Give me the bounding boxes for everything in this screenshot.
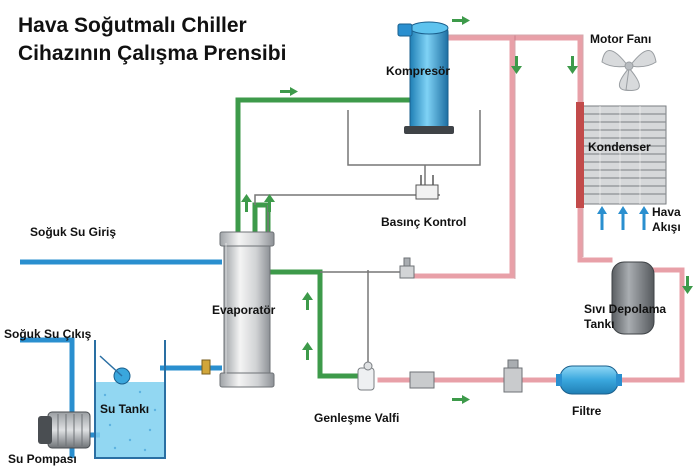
label-liquid-tank: Sıvı Depolama Tankı xyxy=(584,302,666,332)
flow-arrow-up-valve xyxy=(302,292,313,310)
label-expansion-valve: Genleşme Valfi xyxy=(314,411,400,425)
label-cold-water-out: Soğuk Su Çıkış xyxy=(4,327,92,341)
air-flow-arrows xyxy=(597,206,649,230)
valve-to-evaporator-line xyxy=(269,269,363,379)
filter-drier xyxy=(556,365,622,395)
suction-line-outer xyxy=(235,97,415,236)
line-tank-to-filter-outer xyxy=(617,267,685,383)
diagram-title-line2: Cihazının Çalışma Prensibi xyxy=(18,42,287,65)
label-water-pump: Su Pompası xyxy=(8,452,77,466)
flow-arrow-right-top xyxy=(452,16,470,25)
water-pump xyxy=(38,411,91,449)
control-lines xyxy=(254,110,481,368)
flow-arrow-right-suction xyxy=(280,87,298,96)
flow-arrow-down-3 xyxy=(682,276,693,294)
label-pressure-control: Basınç Kontrol xyxy=(381,215,467,229)
flow-arrow-up-valve-2 xyxy=(302,342,313,360)
service-valve xyxy=(201,359,211,375)
pressure-control xyxy=(415,175,439,200)
label-liquid-tank-line2: Tankı xyxy=(584,317,615,331)
flow-arrow-right-bottom xyxy=(452,395,470,404)
flow-arrows xyxy=(241,16,693,404)
label-condenser: Kondenser xyxy=(588,140,651,154)
label-air-flow: Hava Akışı xyxy=(652,205,681,235)
compressor xyxy=(397,21,454,134)
label-filter: Filtre xyxy=(572,404,602,418)
label-air-flow-line1: Hava xyxy=(652,205,681,219)
water-tank xyxy=(94,340,166,459)
flow-arrow-up-evap-1 xyxy=(241,194,252,212)
evaporator xyxy=(219,231,275,388)
flow-arrow-down-1 xyxy=(511,56,522,74)
condenser xyxy=(576,102,667,208)
pressure-tap-valve xyxy=(399,257,415,279)
motor-fan xyxy=(601,50,657,91)
diagram-title-line1: Hava Soğutmalı Chiller xyxy=(18,14,247,37)
label-cold-water-in: Soğuk Su Giriş xyxy=(30,225,117,239)
liquid-receiver xyxy=(611,261,655,335)
flow-arrow-down-2 xyxy=(567,56,578,74)
label-compressor: Kompresör xyxy=(386,64,451,78)
label-liquid-tank-line1: Sıvı Depolama xyxy=(584,302,667,316)
inline-valve-2 xyxy=(503,359,523,393)
label-motor-fan: Motor Fanı xyxy=(590,32,652,46)
evap-top-connector xyxy=(252,202,271,236)
inline-valve-1 xyxy=(409,371,435,389)
label-air-flow-line2: Akışı xyxy=(652,220,681,234)
label-water-tank: Su Tankı xyxy=(100,402,150,416)
label-evaporator: Evaporatör xyxy=(212,303,276,317)
flow-arrow-up-evap-2 xyxy=(264,194,275,212)
expansion-valve-device xyxy=(357,361,375,391)
